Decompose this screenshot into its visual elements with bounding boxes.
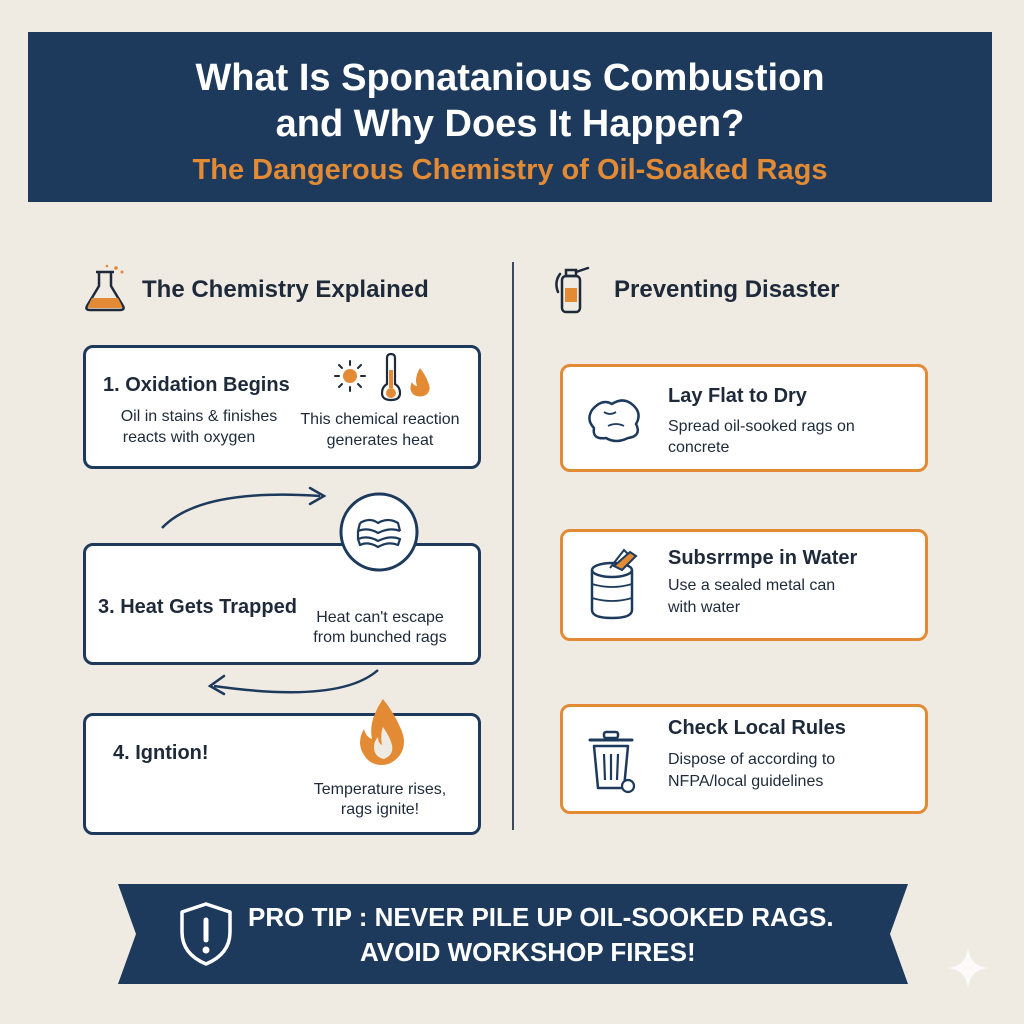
pro-tip-banner: PRO TIP : NEVER PILE UP OIL-SOOKED RAGS.… [118, 884, 908, 984]
cycle-arrow-top [161, 486, 327, 529]
tip-rules-title: Check Local Rules [668, 717, 846, 739]
tip-rules-text-1: Dispose of according to [668, 751, 836, 768]
rag-pile-icon [339, 492, 419, 572]
sparkle-icon [948, 948, 988, 988]
metal-can-icon [590, 548, 638, 620]
tip-card-water [560, 529, 928, 641]
tip-dry-text-1: Spread oil-sooked rags on [668, 418, 855, 435]
tip-card-rules [560, 704, 928, 814]
page-title-line2: and Why Does It Happen? [275, 103, 745, 145]
tip-card-dry [560, 364, 928, 472]
chemistry-section-title: The Chemistry Explained [142, 276, 429, 303]
tip-dry-text-2: concrete [668, 439, 730, 456]
pro-tip-line1: PRO TIP : NEVER PILE UP OIL-SOOKED RAGS. [248, 902, 834, 932]
step4-title: 4. Igntion! [113, 742, 209, 764]
flask-icon [85, 264, 125, 312]
tip-water-title: Subsrrmpe in Water [668, 547, 858, 569]
step1-card [83, 345, 481, 469]
step1-right-text-1: This chemical reaction [300, 411, 460, 428]
step3-text-1: Heat can't escape [316, 609, 444, 626]
column-divider [512, 262, 514, 830]
step1-right-text-2: generates heat [326, 432, 434, 449]
pro-tip-line2: AVOID WORKSHOP FIRES! [360, 937, 696, 967]
banner-ribbon [118, 884, 908, 984]
step3-text-2: from bunched rags [313, 629, 447, 646]
page-subtitle: The Dangerous Chemistry of Oil-Soaked Ra… [192, 154, 828, 186]
shield-alert-icon [180, 902, 232, 966]
thermometer-icon [380, 352, 402, 402]
step1-left-text-1: Oil in stains & finishes [120, 408, 278, 425]
step4-card [83, 713, 481, 835]
step4-text-1: Temperature rises, [313, 781, 447, 798]
cycle-arrow-bottom [207, 669, 379, 696]
prevention-section-title: Preventing Disaster [614, 276, 840, 303]
step3-card [83, 543, 481, 665]
tip-rules-text-2: NFPA/local guidelines [668, 773, 824, 790]
step4-text-2: rags ignite! [340, 801, 420, 818]
tip-water-text-2: with water [668, 599, 741, 616]
flame-icon [360, 699, 404, 765]
header-banner: What Is Sponataniоus Combustion and Why … [28, 32, 992, 202]
step1-left-text-2: reacts with oxygen [122, 429, 256, 446]
trash-can-icon [588, 730, 636, 794]
tip-dry-title: Lay Flat to Dry [668, 385, 807, 407]
tip-water-text-1: Use a sealed metal can [668, 577, 836, 594]
step3-title: 3. Heat Gets Trapped [98, 596, 297, 618]
flame-small-icon [410, 368, 430, 397]
fire-extinguisher-icon [555, 266, 590, 314]
sun-icon [334, 360, 366, 392]
rag-icon [588, 399, 640, 443]
step1-title: 1. Oxidation Begins [103, 374, 290, 396]
page-title-line1: What Is Sponataniоus Combustion [195, 57, 825, 99]
